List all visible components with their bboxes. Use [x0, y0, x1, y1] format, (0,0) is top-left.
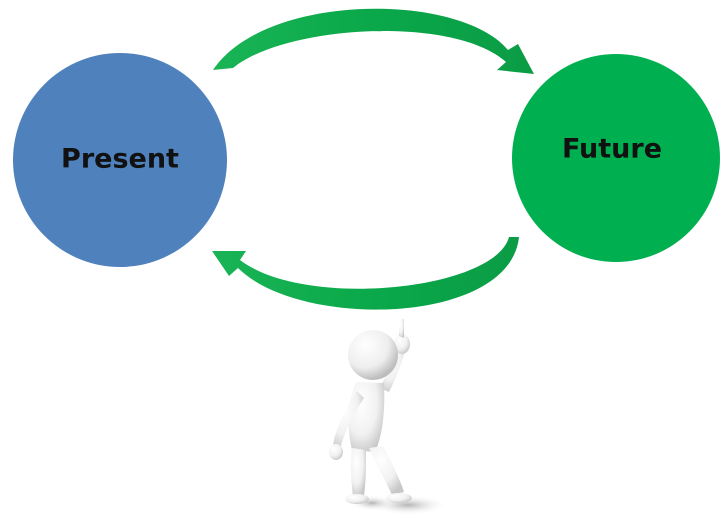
bottom-arrow — [212, 237, 519, 310]
future-label: Future — [562, 134, 662, 165]
pointing-stick-figure-icon — [329, 318, 448, 515]
present-label: Present — [61, 144, 179, 175]
top-arrow — [213, 8, 534, 74]
future-circle — [512, 54, 720, 262]
bottom-arrow-shaft — [212, 237, 519, 310]
future-node: Future — [512, 54, 720, 262]
top-arrow-shaft — [213, 8, 534, 74]
present-node: Present — [13, 53, 227, 267]
present-circle — [13, 53, 227, 267]
